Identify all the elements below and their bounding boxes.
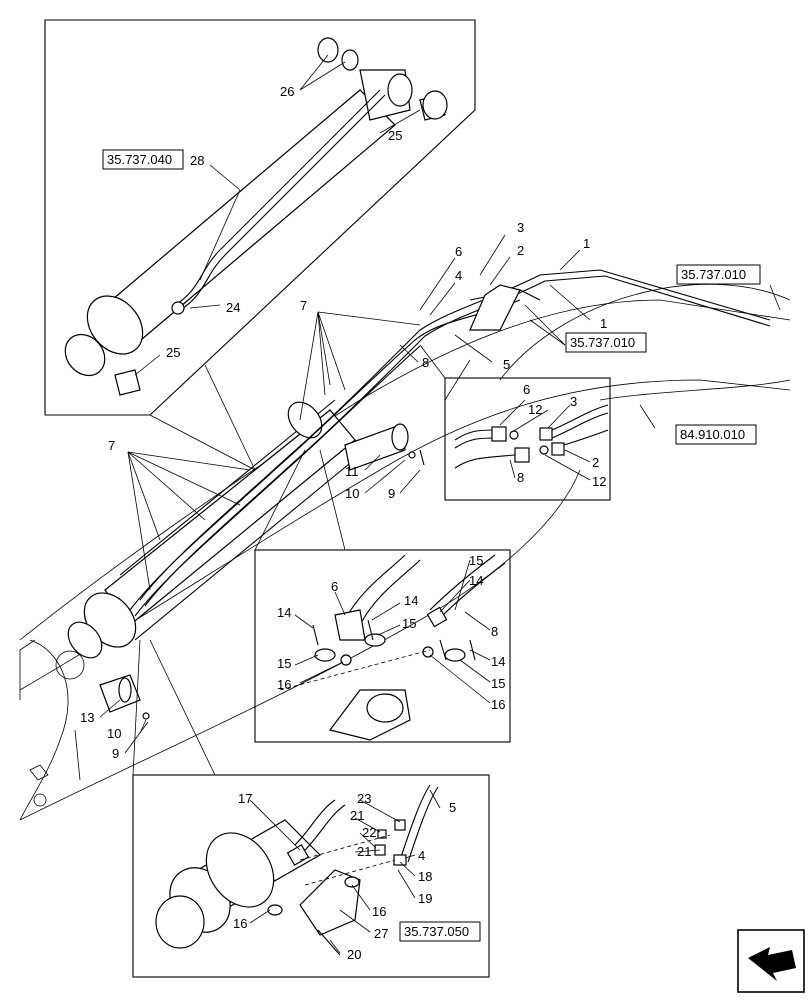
label-7-upper: 7 xyxy=(300,298,307,313)
label-8: 8 xyxy=(422,355,429,370)
label-8c: 8 xyxy=(491,624,498,639)
boom-cylinder xyxy=(67,399,361,659)
label-11: 11 xyxy=(345,464,359,479)
label-14b: 14 xyxy=(404,593,418,608)
label-5b: 5 xyxy=(449,800,456,815)
label-9b: 9 xyxy=(112,746,119,761)
label-16a: 16 xyxy=(277,677,291,692)
label-4b: 4 xyxy=(418,848,425,863)
label-15d: 15 xyxy=(491,676,505,691)
label-17: 17 xyxy=(238,791,252,806)
label-12: 12 xyxy=(528,402,542,417)
label-7-lower: 7 xyxy=(108,438,115,453)
label-18: 18 xyxy=(418,869,432,884)
ref-box-35737050[interactable]: 35.737.050 xyxy=(399,921,481,942)
ref-35737010-mid-text: 35.737.010 xyxy=(570,335,635,350)
inset-clamp-detail xyxy=(254,549,511,743)
arrow-navigation-icon[interactable] xyxy=(737,929,805,993)
ref-box-35737010-mid[interactable]: 35.737.010 xyxy=(565,332,647,353)
inset-fitting-detail xyxy=(444,377,611,501)
label-6c: 6 xyxy=(331,579,338,594)
ref-35737040-text: 35.737.040 xyxy=(107,152,172,167)
label-16b: 16 xyxy=(491,697,505,712)
label-15c: 15 xyxy=(469,553,483,568)
label-23: 23 xyxy=(357,791,371,806)
label-10: 10 xyxy=(345,486,359,501)
label-1: 1 xyxy=(583,236,590,251)
label-19: 19 xyxy=(418,891,432,906)
label-8b: 8 xyxy=(517,470,524,485)
label-2: 2 xyxy=(517,243,524,258)
label-15b: 15 xyxy=(277,656,291,671)
inset-valve-detail xyxy=(132,774,490,978)
label-14a: 14 xyxy=(277,605,291,620)
label-16d: 16 xyxy=(372,904,386,919)
label-3b: 3 xyxy=(570,394,577,409)
label-20: 20 xyxy=(347,947,361,962)
label-14d: 14 xyxy=(491,654,505,669)
ref-84910010-text: 84.910.010 xyxy=(680,427,745,442)
label-5: 5 xyxy=(503,357,510,372)
label-1b: 1 xyxy=(600,316,607,331)
ref-box-35737040[interactable]: 35.737.040 xyxy=(102,149,184,170)
label-12b: 12 xyxy=(592,474,606,489)
label-13: 13 xyxy=(80,710,94,725)
hydraulic-tubes xyxy=(129,269,771,617)
label-21a: 21 xyxy=(350,808,364,823)
label-25: 25 xyxy=(388,128,402,143)
ref-box-35737010-top[interactable]: 35.737.010 xyxy=(676,264,761,285)
ref-35737010-top-text: 35.737.010 xyxy=(681,267,746,282)
pin-assembly xyxy=(344,423,425,471)
label-24: 24 xyxy=(226,300,240,315)
label-6: 6 xyxy=(455,244,462,259)
label-4: 4 xyxy=(455,268,462,283)
ref-box-84910010[interactable]: 84.910.010 xyxy=(675,424,757,445)
pin-assembly-lower xyxy=(99,674,150,720)
label-14c: 14 xyxy=(469,573,483,588)
label-28: 28 xyxy=(190,153,204,168)
label-16c: 16 xyxy=(233,916,247,931)
label-10b: 10 xyxy=(107,726,121,741)
boom-outline xyxy=(19,283,791,821)
leader-lines xyxy=(74,54,781,954)
label-9: 9 xyxy=(388,486,395,501)
ref-35737050-text: 35.737.050 xyxy=(404,924,469,939)
label-3: 3 xyxy=(517,220,524,235)
inset-cylinder-detail xyxy=(44,19,476,416)
part-labels: 26 25 28 24 25 7 7 6 4 3 2 1 1 8 5 11 10… xyxy=(80,84,607,962)
label-21b: 21 xyxy=(357,844,371,859)
label-27: 27 xyxy=(374,926,388,941)
label-2b: 2 xyxy=(592,455,599,470)
label-6b: 6 xyxy=(523,382,530,397)
label-22: 22 xyxy=(362,825,376,840)
label-25b: 25 xyxy=(166,345,180,360)
label-26: 26 xyxy=(280,84,294,99)
label-15a: 15 xyxy=(402,616,416,631)
